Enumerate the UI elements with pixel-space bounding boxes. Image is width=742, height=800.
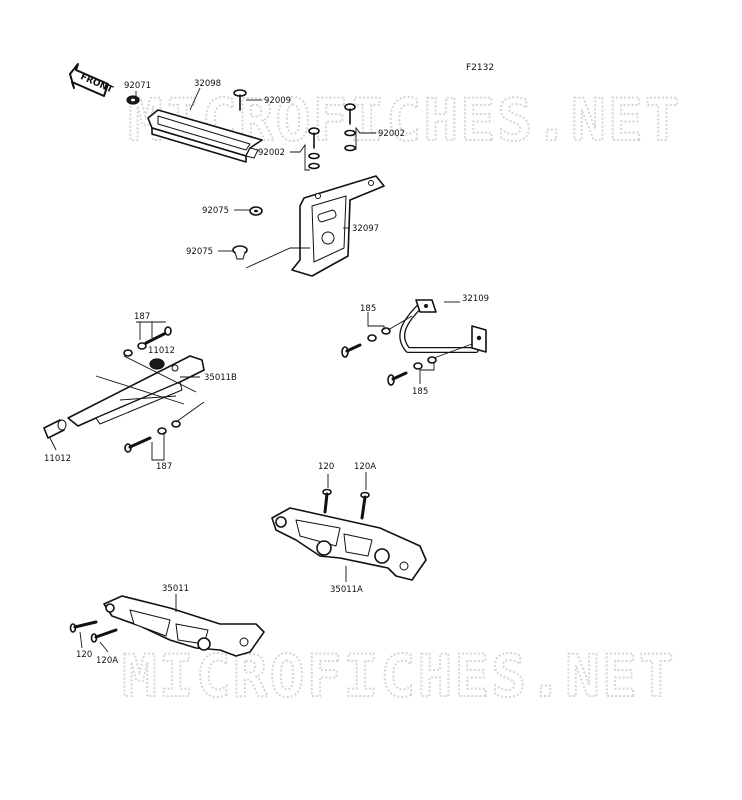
bolt-92002-right bbox=[344, 103, 356, 152]
bolt-92009 bbox=[233, 89, 247, 111]
bracket-35011B bbox=[67, 355, 205, 427]
label-35011: 35011 bbox=[162, 584, 189, 594]
label-120-upper: 120 bbox=[318, 462, 334, 472]
frame-35011 bbox=[103, 595, 265, 657]
front-arrow-icon: FRONT bbox=[69, 63, 115, 97]
damper-11012-a bbox=[149, 358, 165, 370]
label-92002-right: 92002 bbox=[378, 129, 405, 139]
grommet-92075-a bbox=[249, 206, 263, 216]
label-92075-b: 92075 bbox=[186, 247, 213, 257]
frame-35011A bbox=[271, 507, 427, 581]
label-11012-lower: 11012 bbox=[44, 454, 71, 464]
grommet-92071 bbox=[126, 95, 140, 105]
label-11012-upper: 11012 bbox=[148, 346, 175, 356]
figure-id: F2132 bbox=[466, 63, 494, 73]
label-32097: 32097 bbox=[352, 224, 379, 234]
label-120A-lower: 120A bbox=[96, 656, 118, 666]
bolt-187-upper bbox=[123, 326, 172, 357]
bolt-120-upper bbox=[322, 488, 332, 514]
bolt-120A-upper bbox=[360, 491, 370, 520]
bolt-185-upper bbox=[341, 327, 391, 358]
label-32109: 32109 bbox=[462, 294, 489, 304]
label-187-lower: 187 bbox=[156, 462, 172, 472]
label-185-upper: 185 bbox=[360, 304, 376, 314]
bolt-120-lower bbox=[69, 620, 98, 633]
label-185-lower: 185 bbox=[412, 387, 428, 397]
label-120-lower: 120 bbox=[76, 650, 92, 660]
label-35011A: 35011A bbox=[330, 585, 363, 595]
label-32098: 32098 bbox=[194, 79, 221, 89]
bolt-120A-lower bbox=[90, 628, 118, 643]
watermark-bottom: MICROFICHES.NET bbox=[122, 642, 676, 710]
grommet-92075-b bbox=[232, 245, 248, 260]
label-92071: 92071 bbox=[124, 81, 151, 91]
pipe-32109 bbox=[399, 299, 487, 353]
damper-11012-b bbox=[43, 419, 67, 439]
label-92009: 92009 bbox=[264, 96, 291, 106]
label-120A-upper: 120A bbox=[354, 462, 376, 472]
tray-32098 bbox=[147, 109, 263, 163]
label-35011B: 35011B bbox=[204, 373, 237, 383]
label-92075-a: 92075 bbox=[202, 206, 229, 216]
bolt-92002-left bbox=[308, 127, 320, 170]
bolt-185-lower bbox=[387, 356, 437, 386]
label-187-upper: 187 bbox=[134, 312, 150, 322]
bolt-187-lower bbox=[124, 420, 181, 453]
label-92002-left: 92002 bbox=[258, 148, 285, 158]
bracket-32097 bbox=[291, 175, 385, 277]
